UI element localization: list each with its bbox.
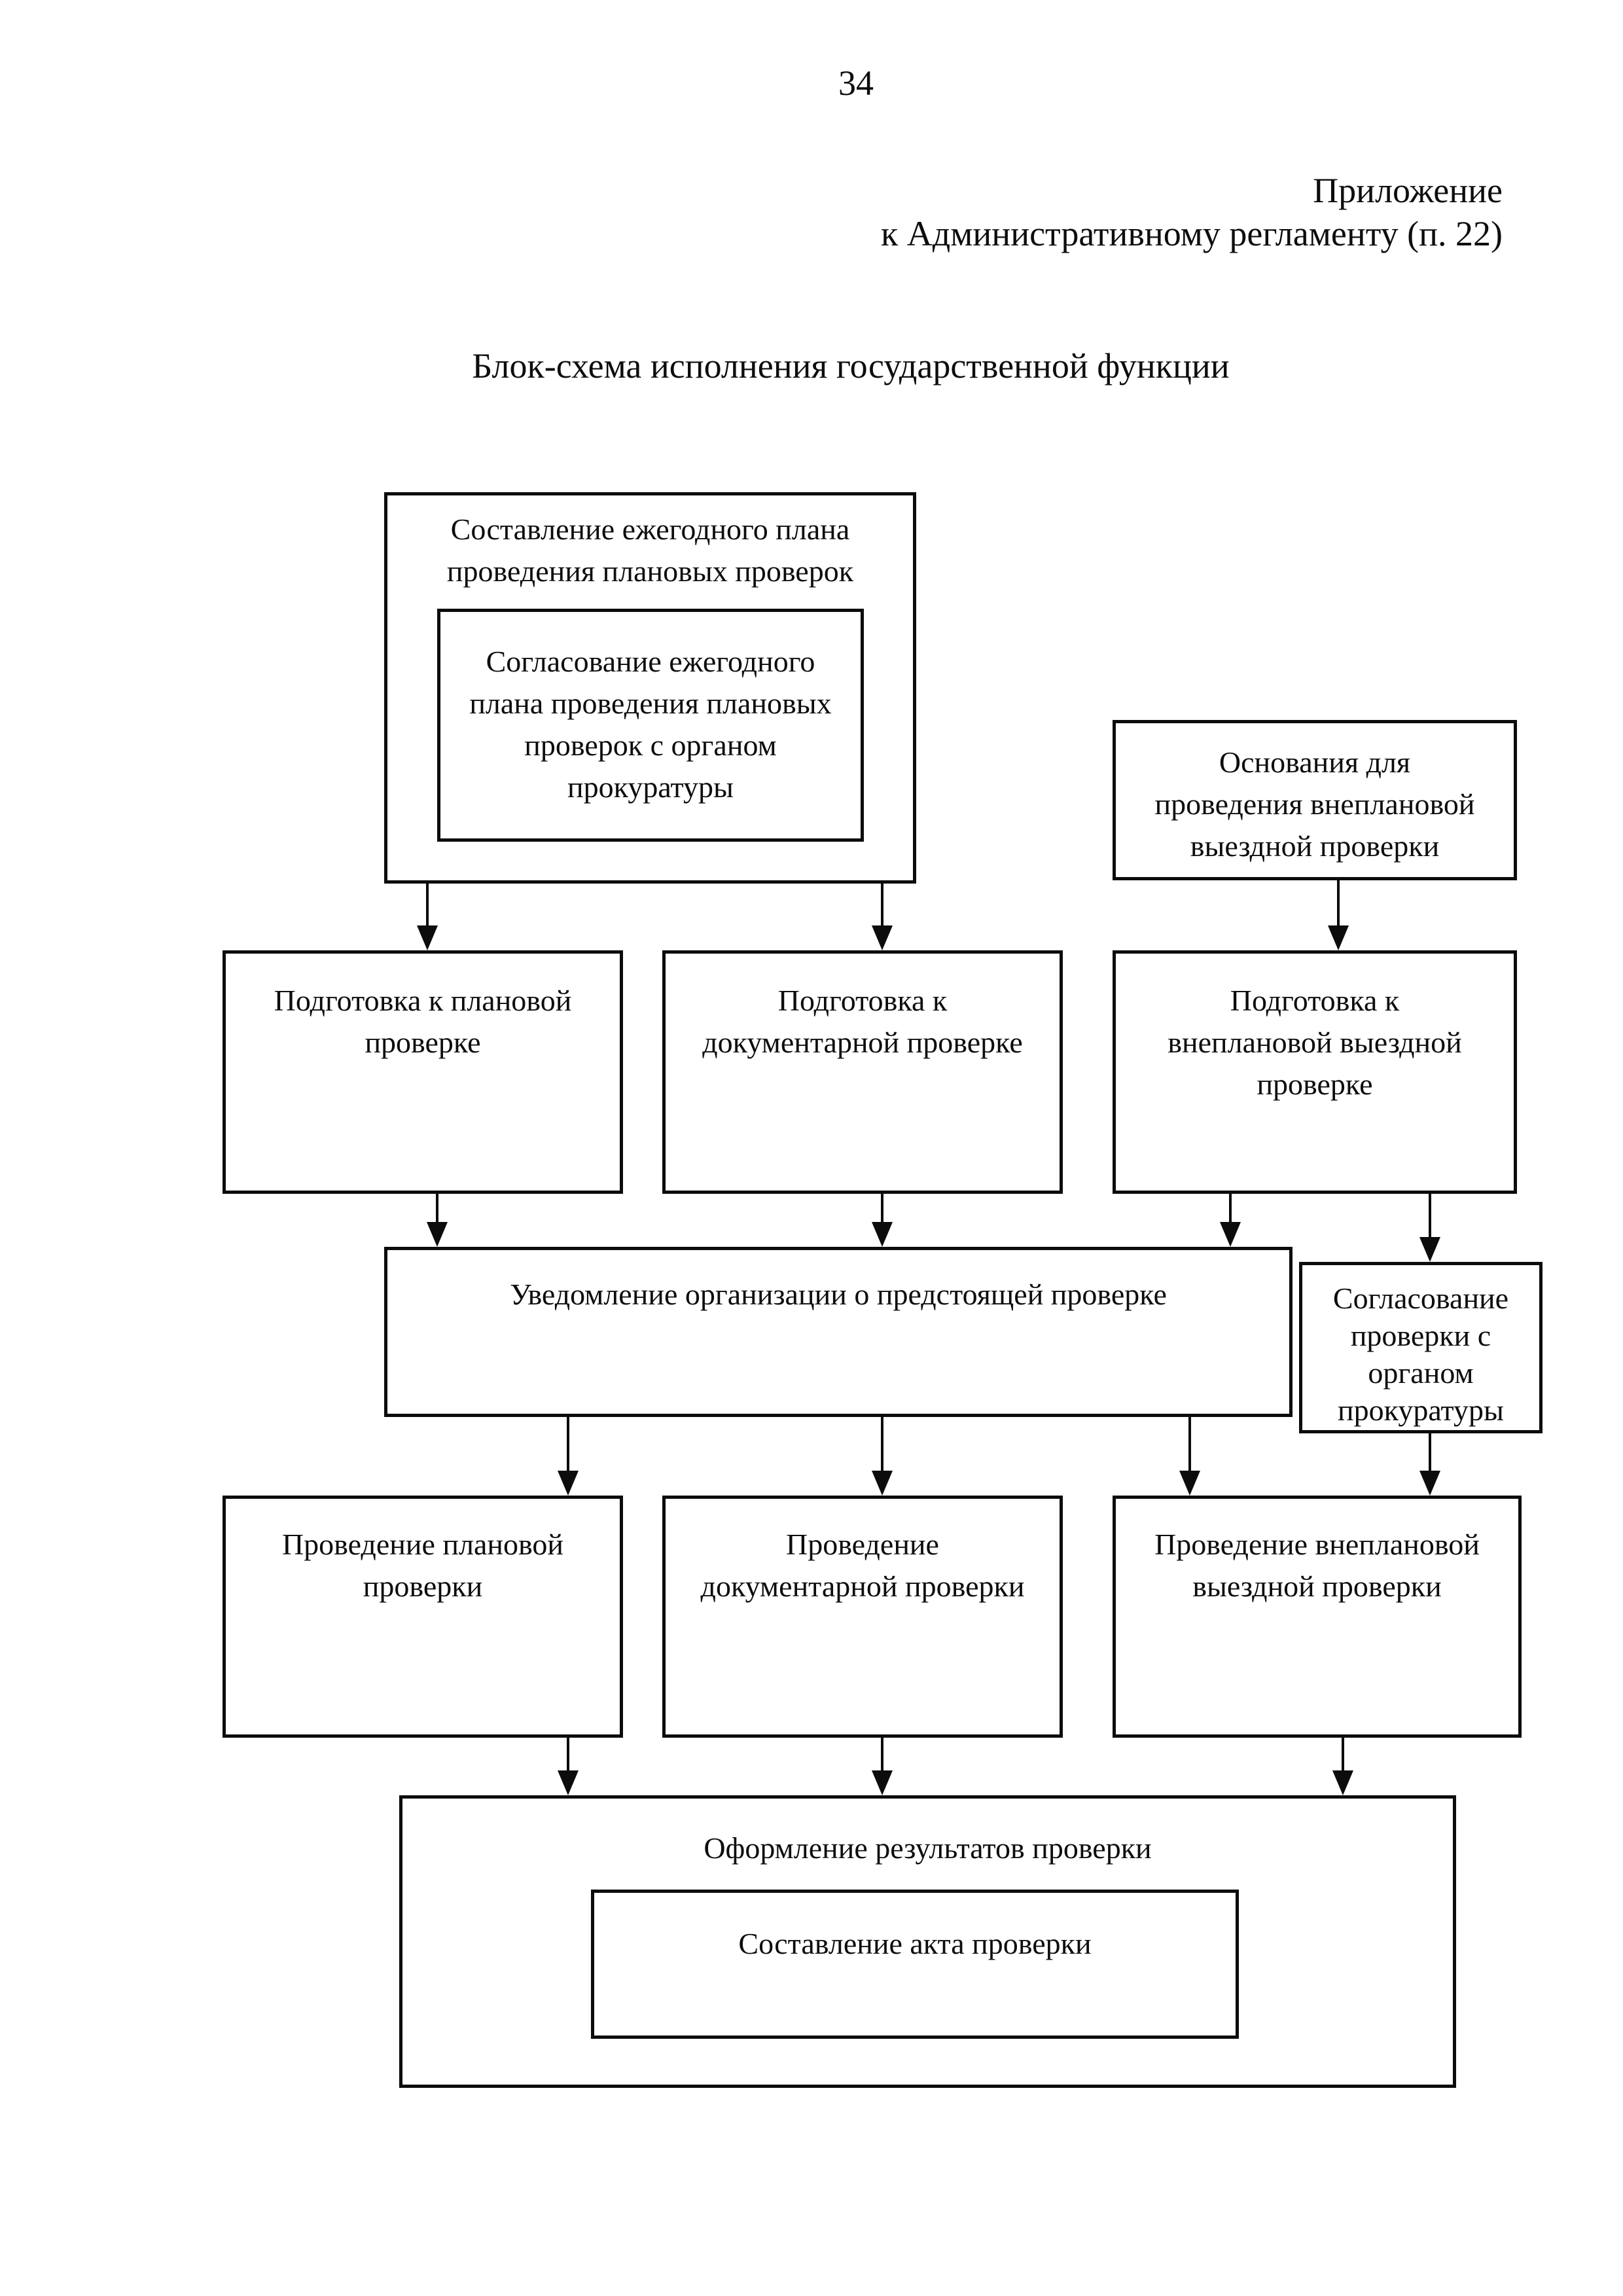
- flow-arrow-notify-to-conduct-planned: [567, 1417, 569, 1471]
- box-conduct-unscheduled: Проведение внеплановой выездной проверки: [1113, 1496, 1522, 1738]
- box-prep-unscheduled: Подготовка к внеплановой выездной провер…: [1113, 950, 1517, 1194]
- box-prep-planned: Подготовка к плановой проверке: [223, 950, 623, 1194]
- box-notification: Уведомление организации о предстоящей пр…: [384, 1247, 1293, 1417]
- box-conduct-unscheduled-label: Проведение внеплановой выездной проверки: [1154, 1528, 1480, 1603]
- box-grounds-unscheduled: Основания для проведения внеплановой вые…: [1113, 720, 1517, 880]
- box-conduct-documentary: Проведение документарной проверки: [662, 1496, 1063, 1738]
- flow-arrow-plan-to-prep-documentary: [881, 884, 883, 925]
- box-prep-documentary: Подготовка к документарной проверке: [662, 950, 1063, 1194]
- box-plan-approval: Согласование ежегодного плана проведения…: [437, 609, 864, 842]
- box-grounds-unscheduled-label: Основания для проведения внеплановой вые…: [1154, 745, 1475, 863]
- box-plan-approval-label: Согласование ежегодного плана проведения…: [469, 645, 832, 804]
- box-results-label: Оформление результатов проверки: [704, 1831, 1152, 1865]
- appendix-header: Приложение к Административному регламент…: [881, 171, 1503, 253]
- flow-arrow-conduct-planned-to-results: [567, 1738, 569, 1770]
- box-notification-label: Уведомление организации о предстоящей пр…: [510, 1278, 1167, 1311]
- page-number: 34: [838, 63, 874, 103]
- box-prep-documentary-label: Подготовка к документарной проверке: [702, 984, 1023, 1059]
- flow-arrow-approval-to-conduct-unscheduled: [1429, 1433, 1431, 1471]
- flow-arrow-notify-to-conduct-documentary: [881, 1417, 883, 1471]
- flow-arrow-prep-planned-to-notify: [436, 1194, 438, 1222]
- box-conduct-documentary-label: Проведение документарной проверки: [700, 1528, 1025, 1603]
- box-check-approval-label: Согласование проверки с органом прокурат…: [1332, 1282, 1509, 1427]
- page-title: Блок-схема исполнения государственной фу…: [472, 346, 1230, 386]
- flow-arrow-prep-unscheduled-to-approval: [1429, 1194, 1431, 1237]
- flow-arrow-prep-unscheduled-to-notify: [1229, 1194, 1232, 1222]
- box-annual-plan-label: Составление ежегодного плана проведения …: [446, 512, 854, 588]
- box-conduct-planned: Проведение плановой проверки: [223, 1496, 623, 1738]
- flow-arrow-prep-documentary-to-notify: [881, 1194, 883, 1222]
- box-check-approval: Согласование проверки с органом прокурат…: [1299, 1262, 1543, 1433]
- flow-arrow-grounds-to-prep-unscheduled: [1337, 880, 1340, 925]
- flow-arrow-conduct-documentary-to-results: [881, 1738, 883, 1770]
- box-conduct-planned-label: Проведение плановой проверки: [281, 1528, 564, 1603]
- flow-arrow-plan-to-prep-planned: [426, 884, 429, 925]
- flow-arrow-conduct-unscheduled-to-results: [1342, 1738, 1344, 1770]
- box-prep-planned-label: Подготовка к плановой проверке: [274, 984, 572, 1059]
- flow-arrow-notify-to-conduct-unscheduled: [1188, 1417, 1191, 1471]
- box-prep-unscheduled-label: Подготовка к внеплановой выездной провер…: [1168, 984, 1462, 1101]
- box-act: Составление акта проверки: [591, 1890, 1239, 2039]
- box-act-label: Составление акта проверки: [738, 1927, 1092, 1960]
